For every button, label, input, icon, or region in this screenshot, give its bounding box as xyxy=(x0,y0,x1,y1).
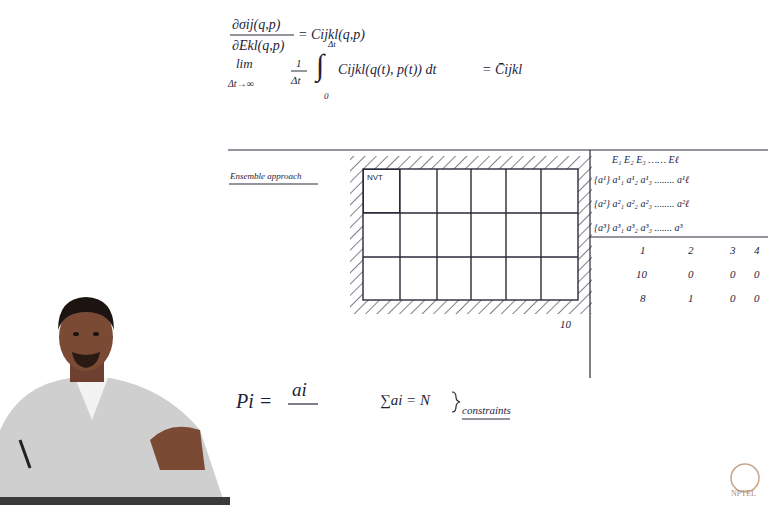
equation-term: ∫ xyxy=(316,48,324,81)
equation-term: Pi = xyxy=(236,390,272,412)
brace xyxy=(452,392,460,412)
wall-hatching xyxy=(350,156,592,314)
table-cell: 1 xyxy=(688,292,694,304)
table-cell: 2 xyxy=(688,244,694,256)
equation-term: Cijkl(q(t), p(t)) dt xyxy=(338,62,436,77)
table-row: {a¹} a¹₁ a¹₂ a¹₃ ........ a¹ℓ xyxy=(594,174,689,185)
table-cell: 3 xyxy=(730,244,736,256)
table-divider xyxy=(590,236,768,237)
table-divider xyxy=(589,150,590,378)
table-cell: 8 xyxy=(640,292,646,304)
count-note: 10 xyxy=(560,318,571,330)
equation-term: 1 xyxy=(296,57,302,69)
equation-term: ai xyxy=(292,380,307,401)
table-cell: 0 xyxy=(754,268,760,280)
watermark: NPTEL xyxy=(731,490,756,499)
fraction-bar xyxy=(288,403,318,404)
fraction-bar xyxy=(230,35,294,36)
table-row: {a²} a²₁ a²₂ a²₃ ........ a²ℓ xyxy=(594,198,689,209)
equation-term: Δt xyxy=(291,74,301,86)
equation-term: constraints xyxy=(462,404,511,416)
equation-term: lim xyxy=(236,57,253,71)
table-cell: 0 xyxy=(754,292,760,304)
equation-term: ∂σij(q,p) xyxy=(232,17,280,32)
section-heading: Ensemble approach xyxy=(230,172,301,182)
equation-term: Δt→∞ xyxy=(228,78,254,89)
equation-term: 0 xyxy=(324,92,329,102)
table-cell: 4 xyxy=(754,244,760,256)
table-row: {a³} a³₁ a³₂ a³₃ ....... a³ xyxy=(594,222,682,233)
fraction-bar xyxy=(291,71,307,72)
table-cell: 1 xyxy=(640,244,646,256)
system-cell: NVT xyxy=(363,169,400,213)
table-cell: 0 xyxy=(730,292,736,304)
equation-term: ∂Ekl(q,p) xyxy=(232,38,284,53)
equation-term: Δt xyxy=(328,40,336,50)
table-cell: 0 xyxy=(688,268,694,280)
lecturer-figure xyxy=(0,297,230,505)
separator-line xyxy=(228,149,768,150)
underline xyxy=(462,419,510,420)
underline xyxy=(229,184,318,185)
logo-mark xyxy=(731,464,759,492)
cell-label: NVT xyxy=(367,173,383,182)
equation-term: ∑ai = N xyxy=(380,392,430,409)
equation-term: = C̄ijkl xyxy=(482,62,522,77)
table-cell: 10 xyxy=(636,268,647,280)
table-cell: 0 xyxy=(730,268,736,280)
ensemble-grid xyxy=(363,169,578,300)
table-row: E₁ E₂ E₃ …… Eℓ xyxy=(612,154,679,165)
